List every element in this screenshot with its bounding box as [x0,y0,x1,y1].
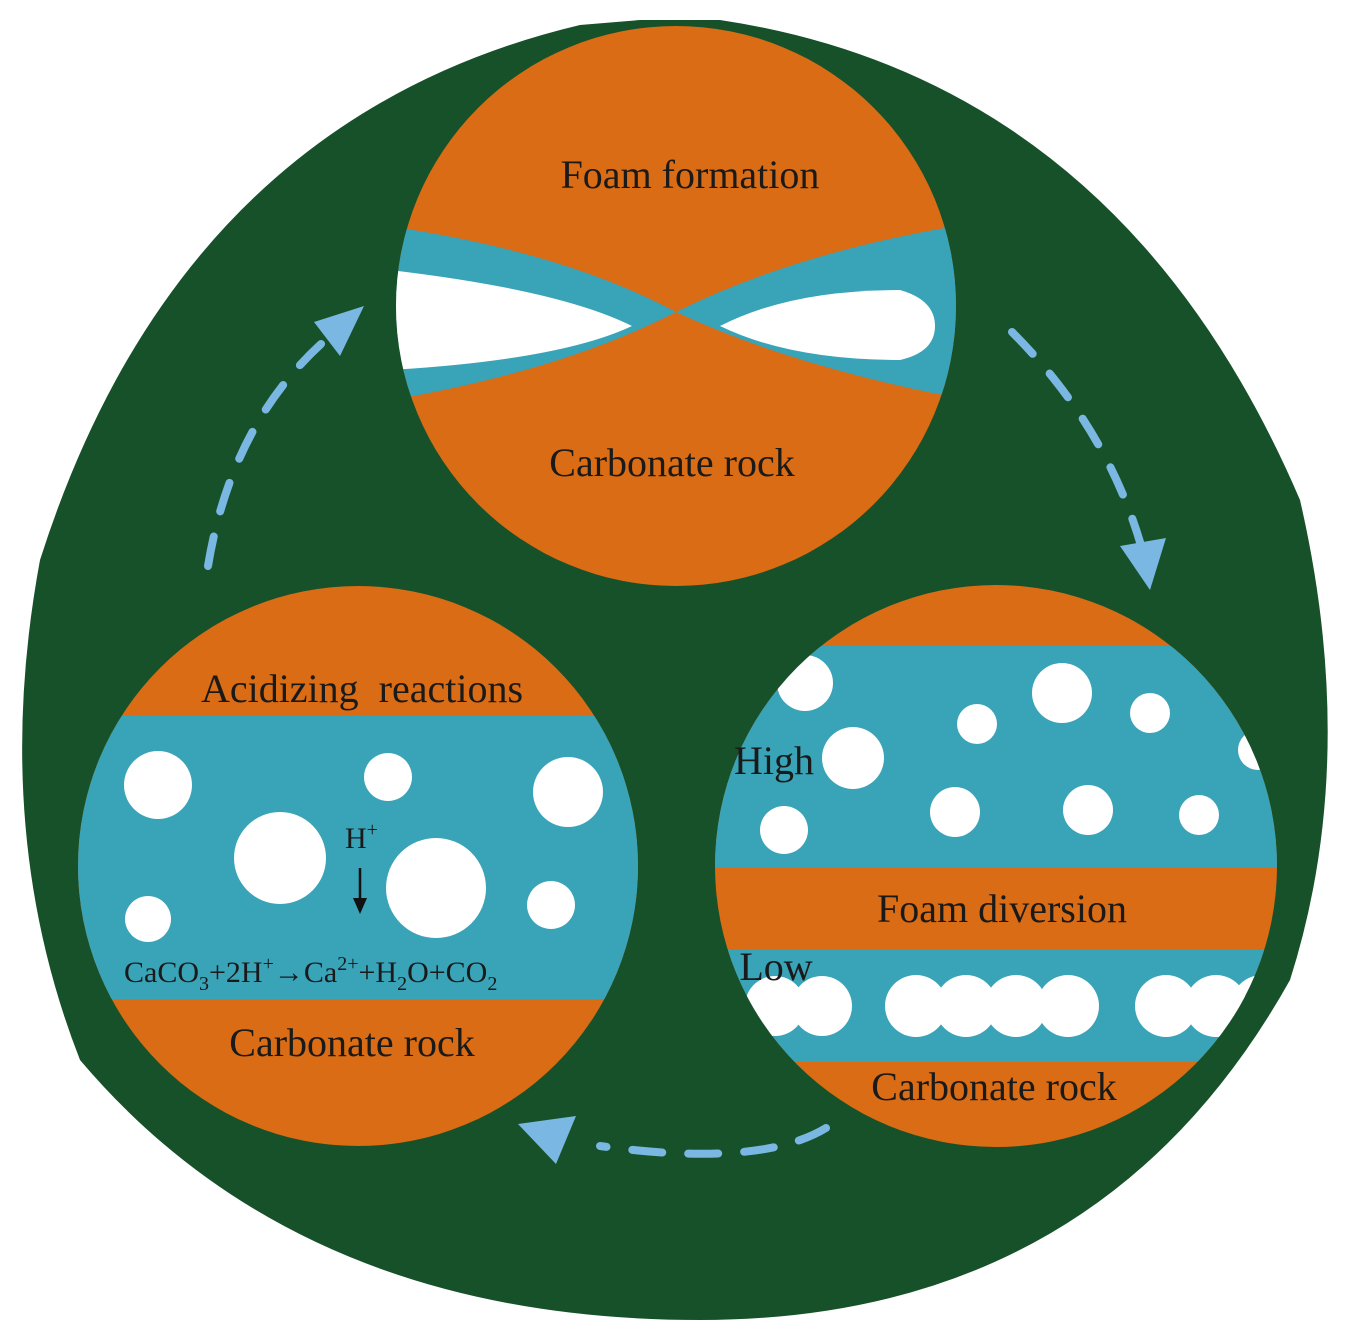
arrowhead-down-right [1120,538,1166,590]
down-arrow-icon [353,868,367,914]
reaction-equation: CaCO3+2H+→Ca2++H2O+CO2 [124,953,497,995]
cycle-arrow-top-right [1008,328,1166,590]
label-carbonate-rock-top: Carbonate rock [549,440,794,485]
label-high: High [734,738,814,783]
label-hydrogen-ion: H+ [345,819,378,855]
ion-symbol: H [345,822,367,855]
acid-channel-bubbles [124,751,603,942]
label-foam-diversion: Foam diversion [877,886,1127,931]
panel-foam-formation [396,26,956,586]
ion-charge: + [367,819,378,841]
label-foam-formation: Foam formation [561,152,820,197]
arrowhead-left [518,1116,576,1164]
arrowhead-up-right [314,306,364,356]
cycle-arrow-bottom [518,1116,830,1164]
label-carbonate-rock-left: Carbonate rock [229,1020,474,1065]
label-acidizing-reactions: Acidizing reactions [201,666,523,711]
pore-throat [396,222,956,402]
label-low: Low [739,944,812,989]
bubble-right-lens [720,290,935,360]
bubble-left-lens [396,270,632,370]
high-channel-bubbles [760,655,1277,854]
cycle-arrow-left-up [204,306,364,570]
panel-foam-diversion [715,585,1277,1147]
low-channel-bubble-trains [745,975,1277,1037]
label-carbonate-rock-right: Carbonate rock [871,1064,1116,1109]
panel-acidizing-reactions [78,586,638,1146]
